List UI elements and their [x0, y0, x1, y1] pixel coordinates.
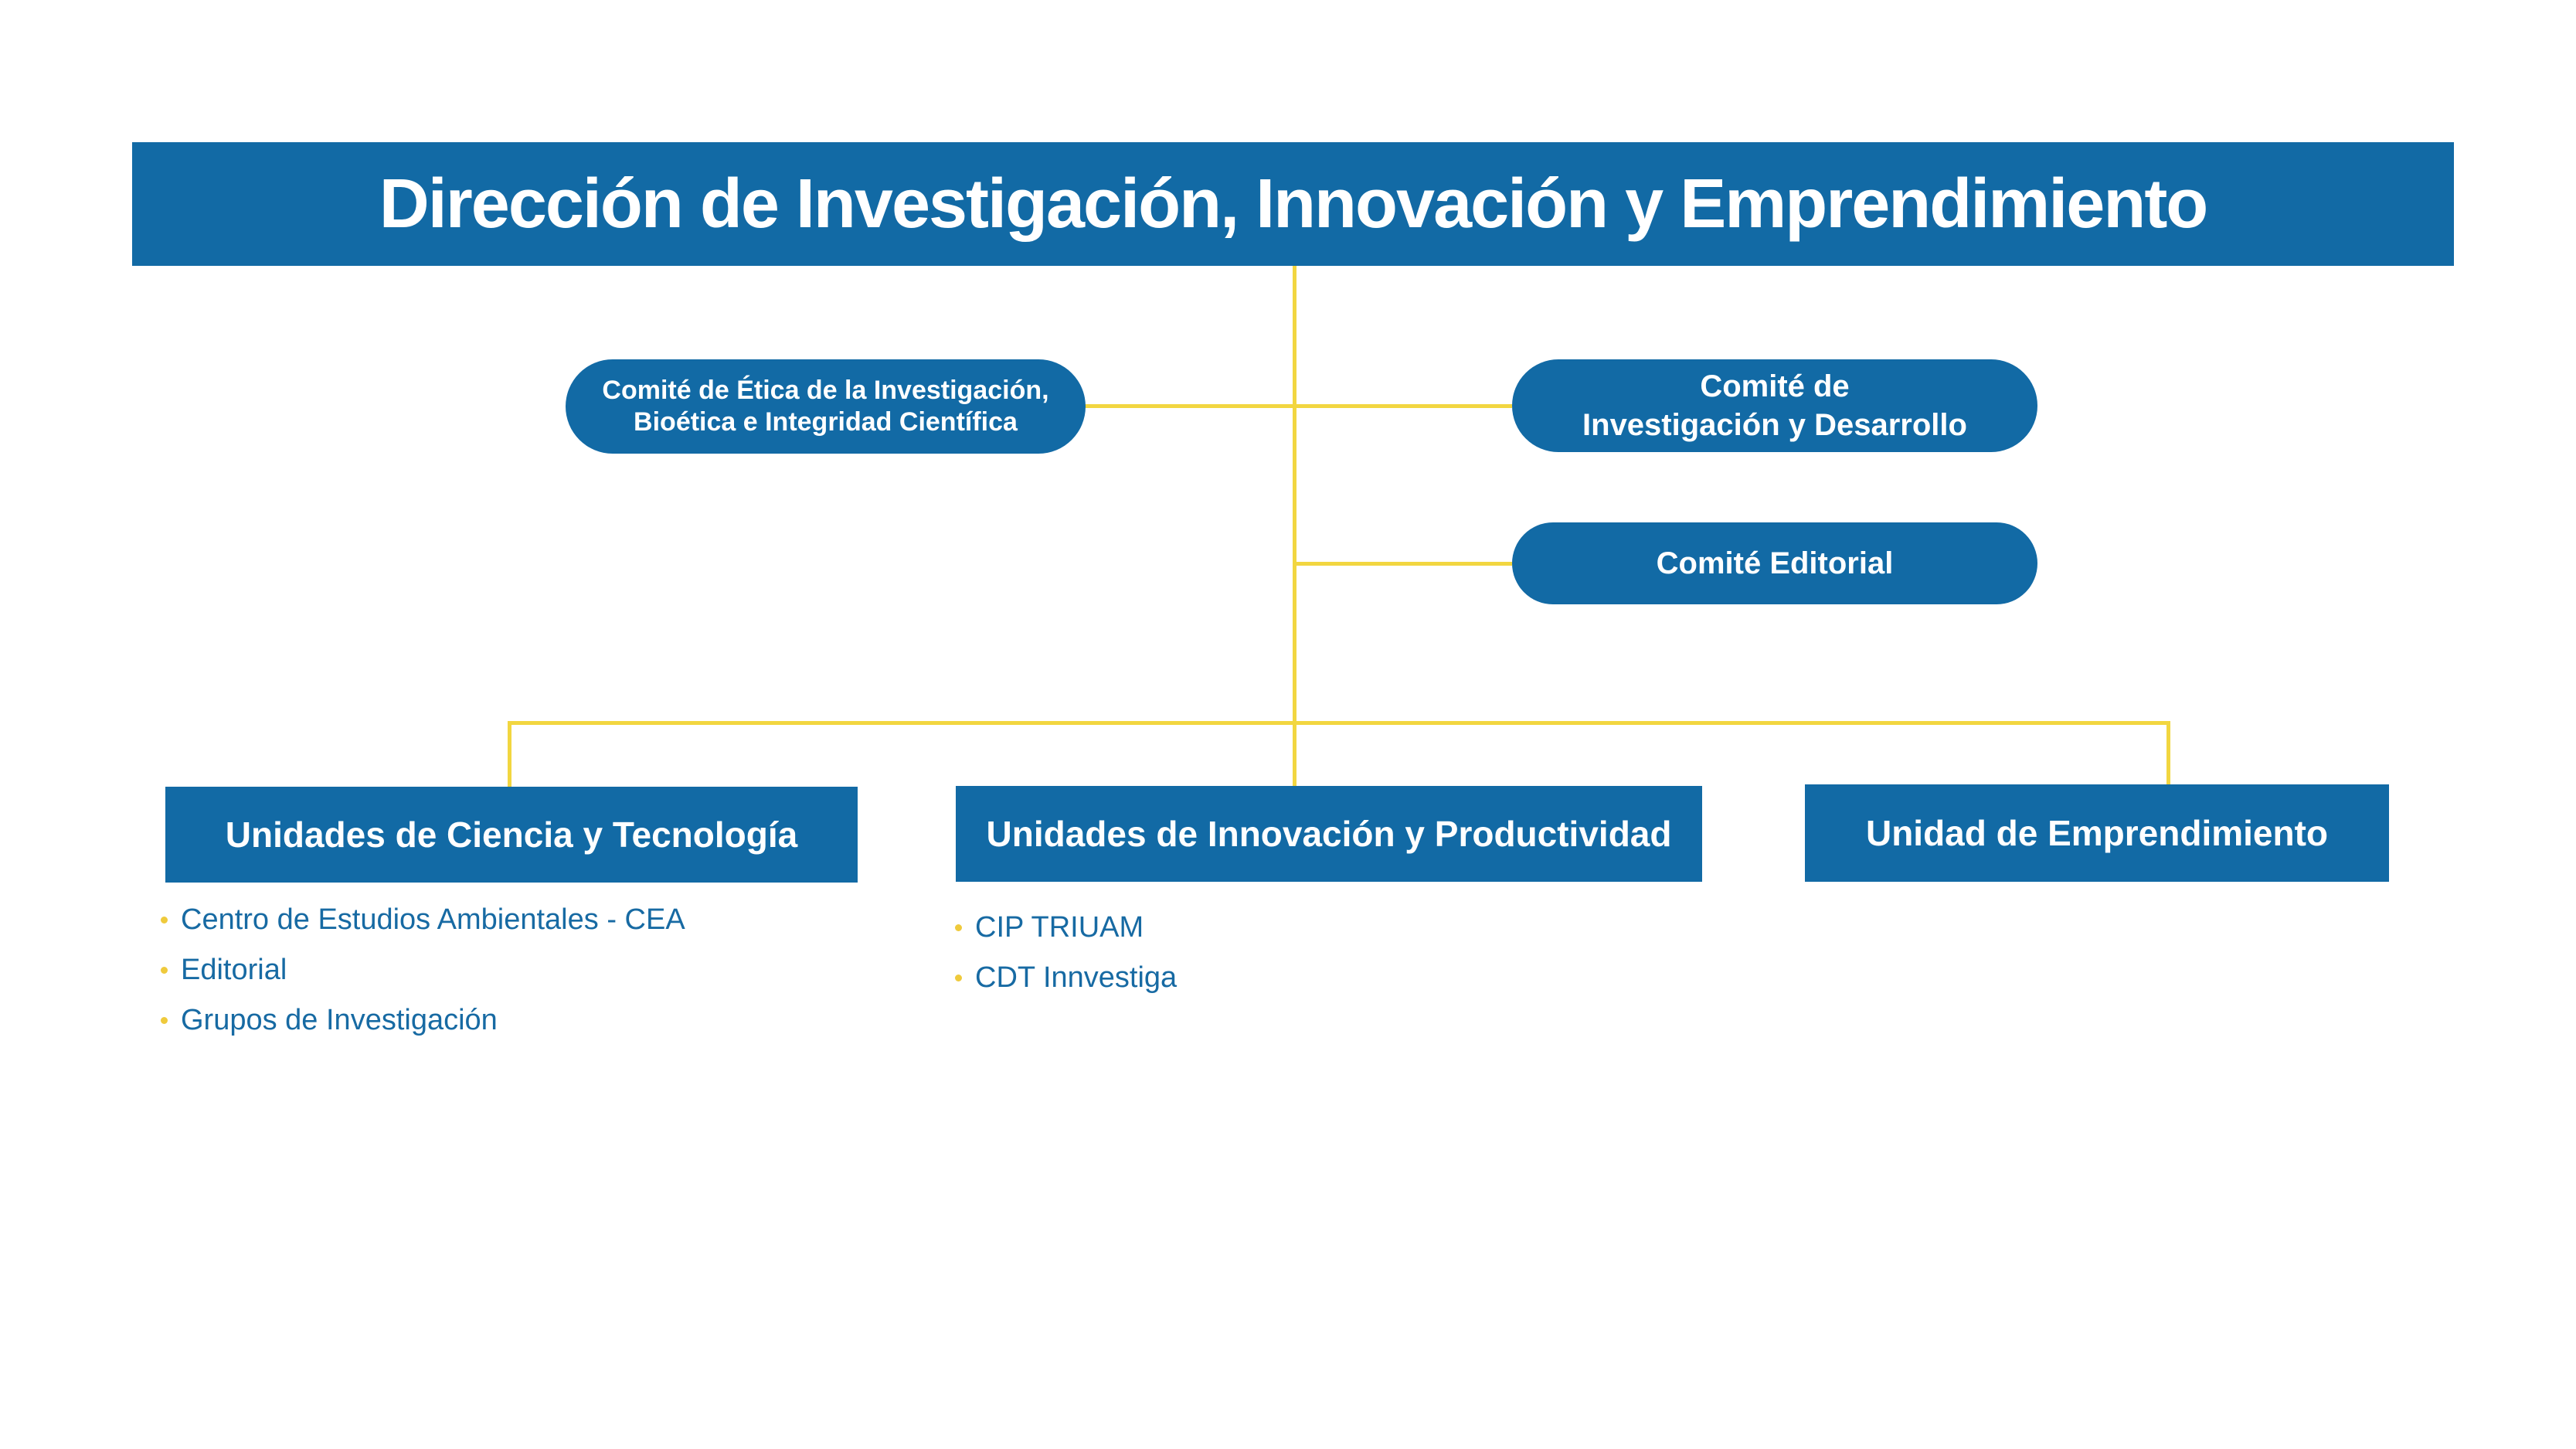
connector-horizontal-units	[508, 721, 2170, 725]
unit-list-item: Centro de Estudios Ambientales - CEA	[181, 903, 685, 936]
committee-label-line: Investigación y Desarrollo	[1582, 408, 1967, 442]
list-item: CIP TRIUAM	[955, 909, 1177, 946]
connector-horizontal-editorial	[1293, 562, 1512, 566]
unit-title: Unidad de Emprendimiento	[1865, 813, 2329, 853]
bullet-icon	[161, 1016, 168, 1024]
unit-box-ciencia-tecnologia: Unidades de Ciencia y Tecnología	[165, 787, 858, 883]
list-item: Grupos de Investigación	[161, 1002, 685, 1039]
committee-pill-investigacion-desarrollo: Comité de Investigación y Desarrollo	[1512, 359, 2037, 452]
unit-title: Unidades de Ciencia y Tecnología	[225, 815, 798, 855]
unit-list-item: CDT Innvestiga	[975, 961, 1178, 994]
bullet-icon	[955, 974, 962, 981]
unit-list-innovacion-productividad: CIP TRIUAM CDT Innvestiga	[955, 909, 1177, 1009]
list-item: CDT Innvestiga	[955, 959, 1177, 996]
connector-stub-unit-right	[2166, 721, 2170, 785]
connector-stub-unit-left	[508, 721, 511, 787]
committee-label-line: Comité de	[1700, 369, 1850, 403]
list-item: Centro de Estudios Ambientales - CEA	[161, 901, 685, 938]
committee-pill-editorial: Comité Editorial	[1512, 522, 2037, 604]
unit-box-innovacion-productividad: Unidades de Innovación y Productividad	[956, 786, 1702, 882]
page-title-bar: Dirección de Investigación, Innovación y…	[132, 142, 2454, 266]
page-title: Dirección de Investigación, Innovación y…	[379, 165, 2209, 243]
committee-label-line: Comité Editorial	[1656, 546, 1894, 580]
unit-title: Unidades de Innovación y Productividad	[986, 814, 1672, 854]
unit-list-item: Grupos de Investigación	[181, 1003, 498, 1036]
unit-box-emprendimiento: Unidad de Emprendimiento	[1805, 784, 2389, 882]
connector-horizontal-committees	[1082, 404, 1512, 408]
unit-list-ciencia-tecnologia: Centro de Estudios Ambientales - CEA Edi…	[161, 901, 685, 1052]
unit-list-item: Editorial	[181, 953, 287, 986]
list-item: Editorial	[161, 951, 685, 988]
committee-label-line: Bioética e Integridad Científica	[634, 407, 1018, 437]
unit-list-item: CIP TRIUAM	[975, 910, 1144, 944]
connector-vertical-main	[1293, 266, 1296, 787]
bullet-icon	[161, 966, 168, 974]
committee-pill-etica: Comité de Ética de la Investigación, Bio…	[566, 359, 1086, 454]
committee-label-line: Comité de Ética de la Investigación,	[602, 375, 1049, 405]
bullet-icon	[955, 923, 962, 931]
bullet-icon	[161, 916, 168, 923]
